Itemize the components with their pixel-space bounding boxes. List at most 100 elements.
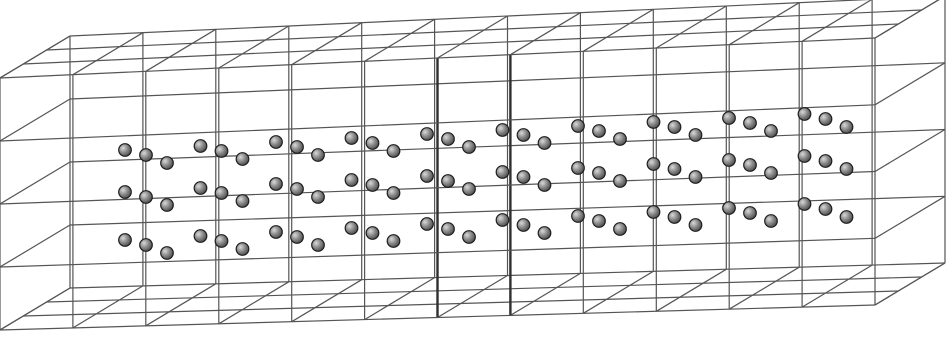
grid-line (729, 3, 799, 45)
particle (291, 231, 304, 244)
grid-line (875, 0, 945, 38)
particle (614, 175, 627, 188)
particle (538, 227, 551, 240)
grid-line (656, 6, 726, 48)
particle (572, 162, 585, 175)
particle (463, 231, 476, 244)
particle (442, 175, 455, 188)
particle (765, 125, 778, 138)
grid-line (292, 280, 362, 322)
particle (765, 215, 778, 228)
grid-line (146, 29, 216, 71)
particle (668, 211, 681, 224)
particle (140, 239, 153, 252)
grid-line (438, 16, 508, 58)
particle (140, 149, 153, 162)
grid-line (365, 19, 435, 61)
particle (421, 218, 434, 231)
particle (723, 112, 736, 125)
particle (689, 171, 702, 184)
particle (840, 121, 853, 134)
particle (572, 120, 585, 133)
particle (140, 191, 153, 204)
particle (161, 157, 174, 170)
grid-line (0, 288, 70, 330)
particle (744, 117, 757, 130)
particle (236, 243, 249, 256)
particle (668, 121, 681, 134)
grid-line (292, 23, 362, 65)
particle (538, 137, 551, 150)
particle (819, 113, 832, 126)
grid-line (510, 273, 580, 315)
particle (798, 150, 811, 163)
grid-line (875, 196, 945, 238)
particle (312, 191, 325, 204)
particle (647, 116, 660, 129)
particle (387, 235, 400, 248)
particle (463, 183, 476, 196)
grid-line (802, 265, 872, 307)
grid-line (583, 9, 653, 51)
particle (312, 239, 325, 252)
grid-line (23, 24, 898, 64)
particle (119, 144, 132, 157)
particle (819, 155, 832, 168)
grid-line (0, 225, 70, 267)
particle (291, 141, 304, 154)
particle (765, 167, 778, 180)
particle (270, 178, 283, 191)
particle (463, 141, 476, 154)
particle (614, 133, 627, 146)
particle-layer (119, 108, 853, 260)
grid-line (0, 36, 70, 78)
particle (614, 223, 627, 236)
particle (236, 153, 249, 166)
particle (723, 202, 736, 215)
particle (215, 187, 228, 200)
particle (647, 206, 660, 219)
grid-line (0, 162, 70, 204)
particle (345, 222, 358, 235)
particle (345, 174, 358, 187)
lattice-grid (0, 0, 945, 330)
grid-line (219, 282, 289, 324)
particle (421, 128, 434, 141)
particle (798, 198, 811, 211)
particle (496, 124, 509, 137)
grid-line (875, 63, 945, 105)
particle (194, 230, 207, 243)
particle (496, 166, 509, 179)
particle (744, 159, 757, 172)
particle (689, 129, 702, 142)
particle (345, 132, 358, 145)
grid-line (47, 10, 922, 50)
particle (215, 145, 228, 158)
particle (723, 154, 736, 167)
grid-line (0, 99, 70, 141)
particle (270, 136, 283, 149)
grid-line (438, 276, 508, 318)
particle (387, 187, 400, 200)
particle (387, 145, 400, 158)
particle (366, 179, 379, 192)
particle (517, 129, 530, 142)
particle (442, 133, 455, 146)
particle (291, 183, 304, 196)
particle (236, 195, 249, 208)
grid-line (875, 263, 945, 305)
particle (798, 108, 811, 121)
particle (194, 182, 207, 195)
particle (819, 203, 832, 216)
particle (840, 211, 853, 224)
particle (840, 163, 853, 176)
grid-line (219, 26, 289, 68)
particle (366, 137, 379, 150)
particle (161, 247, 174, 260)
grid-line (729, 267, 799, 309)
particle (647, 158, 660, 171)
particle (366, 227, 379, 240)
particle (194, 140, 207, 153)
grid-line (365, 278, 435, 320)
